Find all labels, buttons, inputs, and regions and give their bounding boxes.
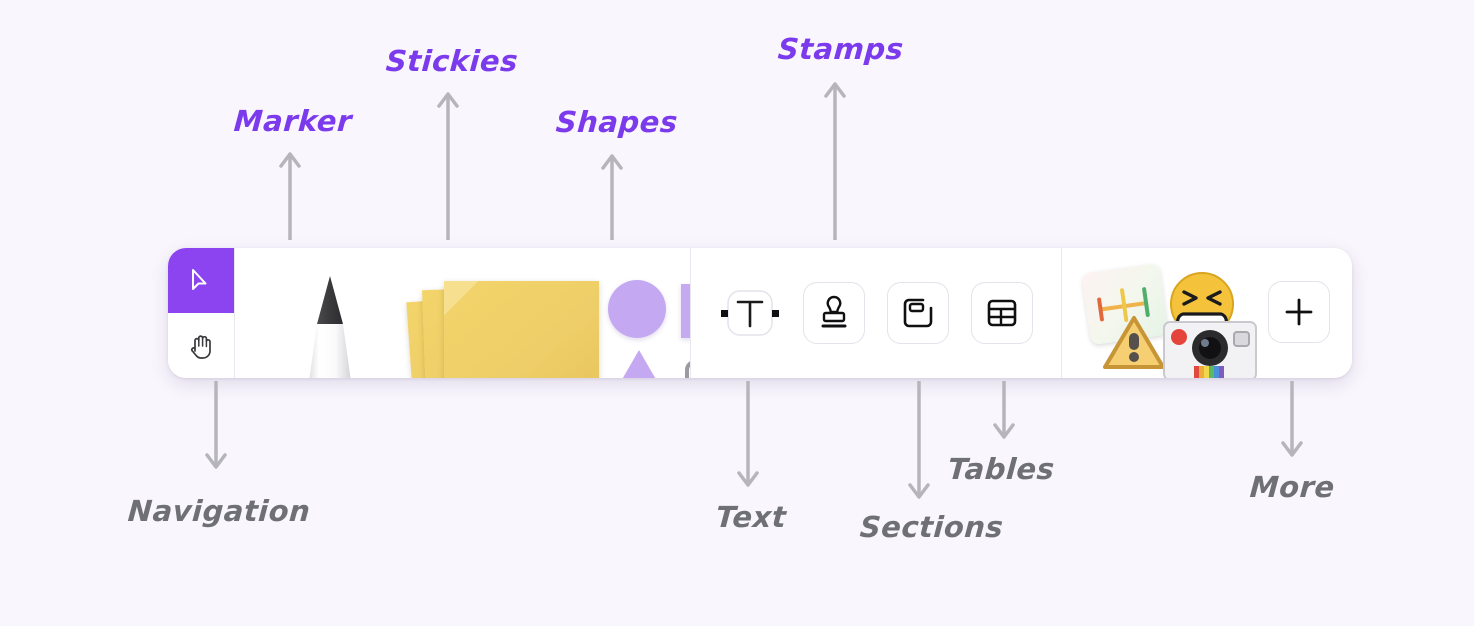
annotation-label-shapes: Shapes	[554, 105, 679, 139]
cursor-arrow-icon	[192, 269, 207, 290]
stamp-icon	[821, 295, 847, 328]
square-shape-icon	[681, 284, 690, 338]
annotation-arrow-stickies	[437, 88, 459, 240]
toolbar-divider	[234, 248, 235, 378]
hand-icon	[191, 334, 211, 359]
pan-tool-button[interactable]	[168, 313, 234, 378]
annotation-arrow-sections	[908, 381, 930, 503]
annotation-label-marker: Marker	[232, 104, 354, 138]
main-toolbar	[168, 248, 1352, 378]
triangle-shape-icon	[609, 350, 669, 378]
warning-triangle-icon	[1102, 314, 1166, 376]
text-t-icon	[721, 290, 779, 336]
toolbar-divider	[690, 248, 691, 378]
plus-icon	[1285, 298, 1313, 326]
annotation-label-navigation: Navigation	[126, 494, 312, 528]
annotation-arrow-tables	[993, 381, 1015, 443]
annotation-arrow-more	[1281, 381, 1303, 461]
annotation-label-tables: Tables	[946, 452, 1056, 486]
stamp-tool-button[interactable]	[803, 282, 865, 344]
annotation-label-stamps: Stamps	[776, 32, 905, 66]
sections-tool-button[interactable]	[887, 282, 949, 344]
select-tool-button[interactable]	[168, 248, 234, 313]
creation-tools-section	[235, 248, 690, 378]
add-more-button[interactable]	[1268, 281, 1330, 343]
icon-buttons-section	[691, 248, 1061, 378]
polaroid-camera-icon	[1162, 318, 1258, 378]
toolbar-divider	[1061, 248, 1062, 378]
table-grid-icon	[987, 299, 1017, 327]
annotation-label-sections: Sections	[858, 510, 1005, 544]
annotation-arrow-shapes	[601, 150, 623, 240]
navigation-group	[168, 248, 234, 378]
mindmap-card-icon	[1081, 262, 1169, 346]
annotation-arrow-stamps	[824, 78, 846, 240]
shapes-tool[interactable]	[605, 276, 690, 378]
marker-pen-icon	[309, 276, 351, 378]
annotation-arrow-navigation	[205, 381, 227, 473]
sticky-notes-tool[interactable]	[406, 272, 600, 378]
annotation-label-stickies: Stickies	[384, 44, 520, 78]
connector-arrow-icon	[683, 348, 690, 378]
more-section	[1062, 248, 1352, 378]
circle-shape-icon	[608, 280, 666, 338]
marker-tool[interactable]	[293, 272, 367, 378]
annotation-label-text: Text	[714, 500, 788, 534]
annotation-label-more: More	[1248, 470, 1336, 504]
sticky-note-front	[444, 281, 599, 378]
media-items-group[interactable]	[1080, 262, 1270, 378]
tables-tool-button[interactable]	[971, 282, 1033, 344]
annotation-arrow-text	[737, 381, 759, 491]
text-tool-button[interactable]	[719, 282, 781, 344]
section-frame-icon	[903, 298, 933, 328]
annotation-arrow-marker	[279, 148, 301, 240]
